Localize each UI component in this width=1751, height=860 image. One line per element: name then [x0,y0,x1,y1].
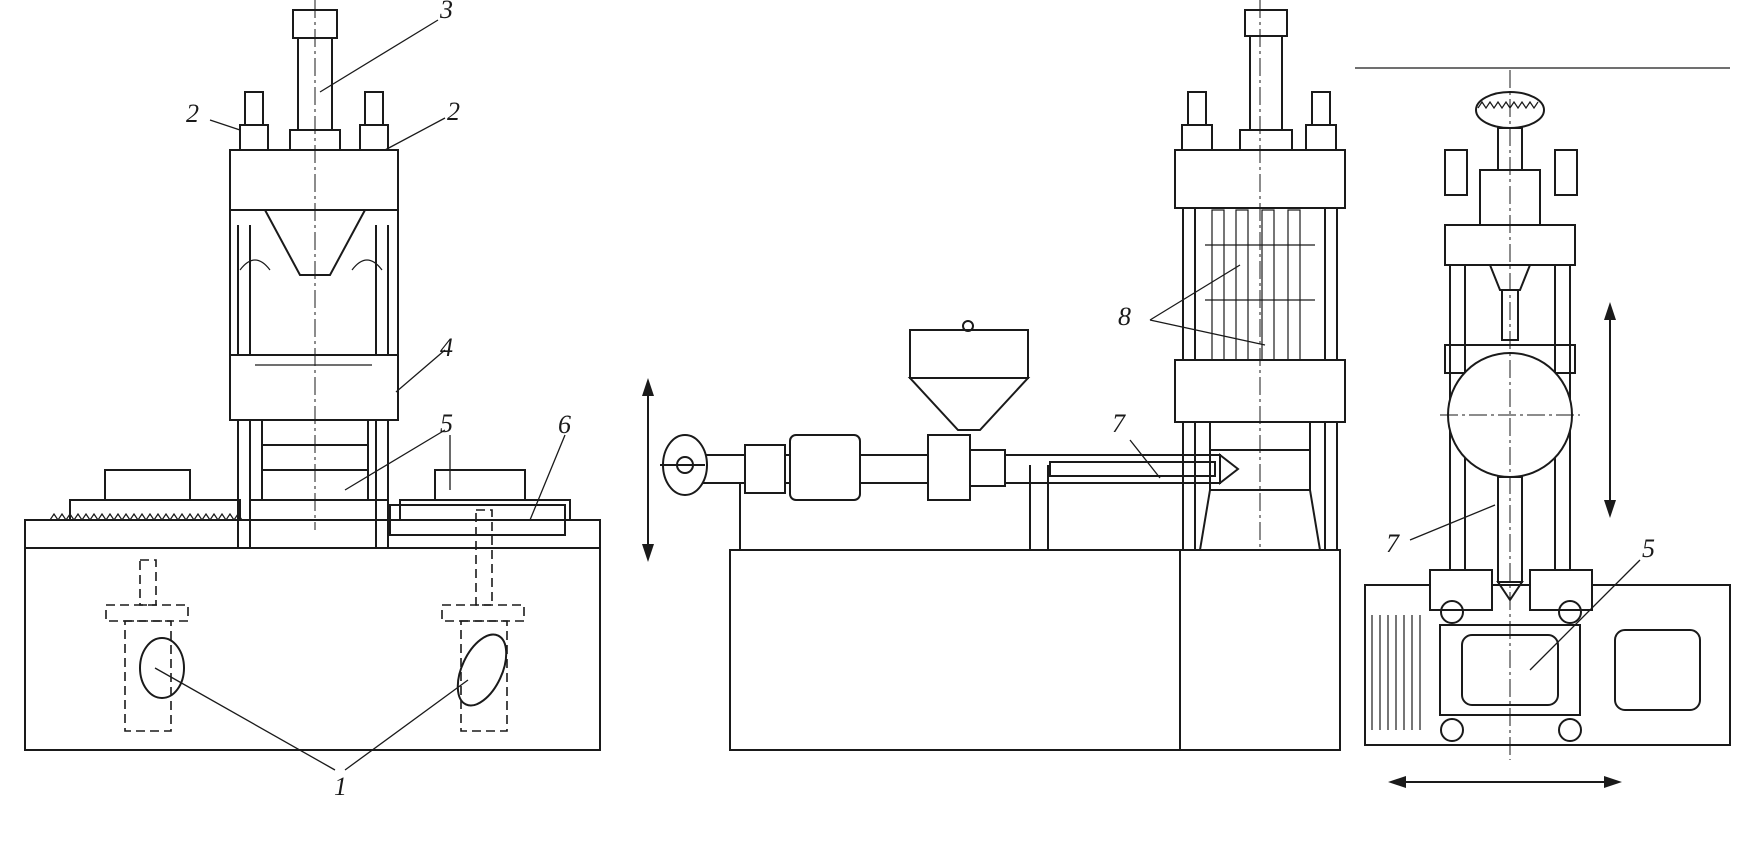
label-8: 8 [1118,302,1131,331]
right-stud-left [1444,149,1468,196]
left-cam-right [456,633,508,707]
label-6: 6 [558,410,571,439]
center-feed-collar [969,449,1006,487]
left-shaft-right [475,509,493,606]
center-press-nut-left [1181,124,1213,151]
center-base [729,549,1181,751]
leader-8a [1149,264,1241,321]
label-5a: 5 [440,409,453,438]
leader-5a-1 [344,429,446,491]
label-2b: 2 [447,97,460,126]
label-2a: 2 [186,99,199,128]
leader-1a [154,667,336,771]
center-base-right [1179,549,1341,751]
left-punch-base [249,499,389,521]
center-screw-7 [1049,461,1216,477]
right-conveyor-belt-hatch [1371,615,1421,730]
left-shaft-collar-left [105,604,189,622]
right-roller-4 [1558,718,1582,742]
right-roller-2 [1558,600,1582,624]
center-hopper-cone [907,377,1031,431]
right-ram-head [1488,264,1532,291]
center-press-nut-right [1305,124,1337,151]
label-1: 1 [334,772,347,801]
label-3: 3 [439,0,453,24]
right-clamp-right [1529,569,1593,611]
right-nozzle [1496,581,1524,602]
center-hopper-top [909,329,1029,379]
right-roller-3 [1440,718,1464,742]
left-stud-left [244,91,264,126]
right-gear-teeth [1477,100,1539,110]
left-top-crosshead [229,149,399,211]
center-view-injection-unit: 7 8 [642,0,1346,751]
left-mold-left [104,469,191,501]
right-clamp-left [1429,569,1493,611]
center-press-flange [1239,129,1293,151]
leader-7b [1409,504,1496,541]
center-press-cylinder-cap [1244,9,1288,37]
label-7b: 7 [1386,529,1400,558]
left-mold-right [434,469,526,501]
label-7a: 7 [1112,409,1126,438]
left-nut-left [239,124,269,151]
center-nozzle [1219,452,1240,486]
leader-5b [1529,559,1641,671]
leader-1b [344,679,469,771]
center-handwheel-hub [676,456,694,474]
left-shaft-housing-left [124,620,172,732]
left-nut-right [359,124,389,151]
leader-7a [1129,439,1161,479]
right-mold-next [1614,629,1701,711]
left-toggle-links [239,259,383,271]
center-tie-rod-3 [1261,209,1275,361]
leader-8b [1149,319,1266,346]
leader-3 [319,19,439,93]
left-cam-left [139,637,185,699]
right-roller-1 [1440,600,1464,624]
leader-6 [529,434,566,521]
leader-2a [209,119,241,131]
left-view-rotary-press: 3 2 2 4 5 6 1 [24,0,601,801]
left-base [24,519,601,751]
center-hopper-knob [962,320,974,332]
center-press-stud-right [1311,91,1331,126]
center-feed-block [927,434,971,501]
center-tie-rod-2 [1235,209,1249,361]
left-stud-right [364,91,384,126]
left-slide-plate-6 [389,504,566,536]
center-press-stud-left [1187,91,1207,126]
center-motor-coupling [744,444,786,494]
left-shaft-collar-right [441,604,525,622]
center-tie-rod-4 [1287,209,1301,361]
center-press-mold-base [1198,489,1322,551]
right-stud-right [1554,149,1578,196]
leader-2b [384,117,446,151]
center-drive-housing [789,434,861,501]
left-shaft-left [139,559,157,606]
left-shaft-housing-right [460,620,508,732]
right-view-side-elevation: 7 5 [1355,67,1731,788]
center-press-cylinder [1249,35,1283,135]
label-5b: 5 [1642,534,1655,563]
leader-4 [395,349,446,393]
center-tie-rod-1 [1211,209,1225,361]
label-4: 4 [440,333,453,362]
